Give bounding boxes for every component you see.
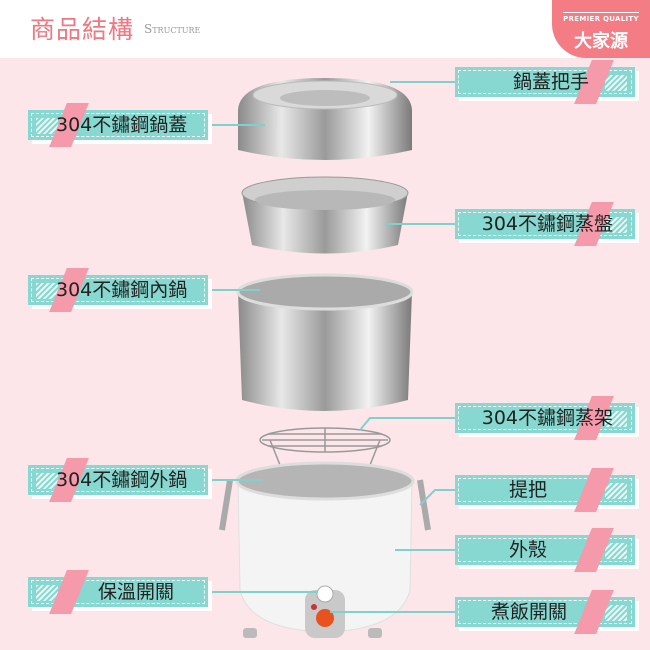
- outer-body-illustration: [219, 461, 431, 638]
- label-inner-pot: 304不鏽鋼內鍋: [28, 268, 208, 312]
- label-cook-switch: 煮飯開關: [455, 590, 635, 634]
- page-title: 商品結構: [30, 15, 135, 44]
- label-text: 保溫開關: [98, 581, 175, 603]
- steam-rack-illustration: [259, 427, 391, 466]
- label-steam-tray: 304不鏽鋼蒸盤: [455, 202, 635, 246]
- label-shell: 外殼: [455, 528, 635, 572]
- label-text: 鍋蓋把手: [512, 71, 589, 93]
- logo-brand: 大家源: [574, 31, 628, 52]
- label-text: 304不鏽鋼鍋蓋: [56, 114, 188, 136]
- inner-pot-illustration: [236, 273, 414, 411]
- leader-lines: [208, 81, 455, 613]
- logo-tagline: PREMIER QUALITY: [563, 12, 639, 23]
- label-steam-rack: 304不鏽鋼蒸架: [455, 396, 635, 440]
- label-lid: 304不鏽鋼鍋蓋: [28, 103, 208, 147]
- lid-illustration: [238, 78, 412, 160]
- label-text: 提把: [508, 479, 547, 501]
- label-outer-pot: 304不鏽鋼外鍋: [28, 458, 208, 502]
- label-lid-handle: 鍋蓋把手: [455, 60, 635, 104]
- steam-tray-illustration: [241, 176, 409, 254]
- label-text: 304不鏽鋼外鍋: [56, 469, 188, 491]
- label-text: 304不鏽鋼內鍋: [56, 279, 188, 301]
- label-handle: 提把: [455, 468, 635, 512]
- label-text: 304不鏽鋼蒸盤: [481, 213, 613, 235]
- brand-logo: PREMIER QUALITY 大家源: [552, 0, 650, 58]
- header: [0, 0, 650, 58]
- label-text: 外殼: [508, 539, 547, 561]
- page-subtitle: Structure: [144, 22, 201, 36]
- label-keep-warm-switch: 保溫開關: [28, 570, 208, 614]
- label-text: 304不鏽鋼蒸架: [481, 407, 613, 429]
- label-text: 煮飯開關: [490, 601, 567, 623]
